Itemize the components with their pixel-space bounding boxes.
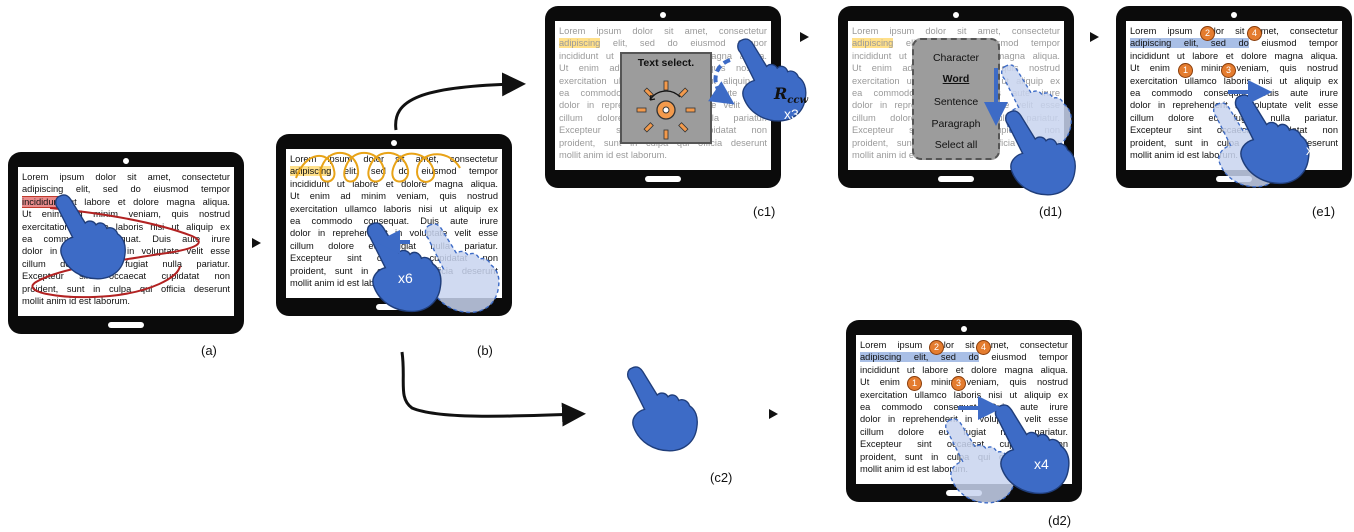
rotation-label-main: R <box>774 84 788 103</box>
text-line: mollit anim id est laborum. <box>290 278 398 289</box>
home-button <box>938 176 974 182</box>
lorem-text-a: Lorem ipsum dolor sit amet, consectetur … <box>22 171 230 307</box>
camera-dot <box>123 158 129 164</box>
caption-c1: (c1) <box>753 204 776 219</box>
marker-3: 3 <box>951 376 966 391</box>
caption-d1: (d1) <box>1039 204 1063 219</box>
play-arrow-icon <box>800 32 809 42</box>
text-line: cillum dolore eu fugiat nulla pariatur. <box>22 258 230 269</box>
highlighted-phrase: adipiscing elit, sed do <box>1130 38 1249 49</box>
text-line: Ut enim ad minim veniam, quis nostrud <box>22 209 230 220</box>
text-line: Ut enim ad minim veniam, quis nostrud <box>290 191 498 202</box>
text-line: Lorem ipsum dolor sit amet, consectetur <box>290 154 498 164</box>
menu-item-select-all[interactable]: Select all <box>934 139 978 151</box>
highlighted-phrase: adipiscing elit, sed do <box>860 352 979 363</box>
tablet-a: Lorem ipsum dolor sit amet, consectetur … <box>8 152 244 334</box>
loop-gesture <box>295 151 461 183</box>
text-line: mollit anim id est laborum. <box>22 296 130 307</box>
menu-item-sentence[interactable]: Sentence <box>933 96 979 108</box>
caption-b: (b) <box>477 343 493 358</box>
dial-title: Text select. <box>637 57 695 69</box>
highlighted-word: adipiscing <box>290 166 332 177</box>
marker-2: 2 <box>929 340 944 355</box>
camera-dot <box>391 140 397 146</box>
hand-pointer-icon <box>55 194 126 280</box>
menu-item-paragraph[interactable]: Paragraph <box>931 118 981 130</box>
tablet-a-screen: Lorem ipsum dolor sit amet, consectetur … <box>18 167 234 316</box>
text-line: incididunt ut labore et dolore magna ali… <box>22 195 230 208</box>
text-line: incididunt ut labore et dolore magna ali… <box>860 364 1068 375</box>
text-line: ea commodo consequat. Duis aute irure <box>22 234 230 245</box>
marker-4: 4 <box>976 340 991 355</box>
marker-4: 4 <box>1247 26 1262 41</box>
marker-1: 1 <box>1178 63 1193 78</box>
home-button <box>108 322 144 328</box>
marker-2: 2 <box>1200 26 1215 41</box>
text-line: Lorem ipsum dolor sit amet, consectetur <box>1130 26 1338 36</box>
text-line: Excepteur sint occaecat cupidatat non <box>22 271 230 282</box>
text-line: incididunt ut labore et dolore magna ali… <box>1130 50 1338 61</box>
text-line: exercitation ullamco laboris nisi ut ali… <box>290 203 498 214</box>
text-line: mollit anim id est laborum. <box>860 464 968 475</box>
tap-count-e1: x4 <box>1306 142 1321 158</box>
text-line: adipiscing elit, sed do eiusmod tempor <box>22 184 230 195</box>
marker-1: 1 <box>907 376 922 391</box>
menu-item-word-label: Word <box>942 73 970 85</box>
curved-arrow-icon <box>400 351 586 427</box>
play-arrow-icon <box>1090 32 1099 42</box>
marker-3: 3 <box>1221 63 1236 78</box>
tap-count-d2: x4 <box>1034 456 1049 472</box>
text-line: adipiscing elit, sed do eiusmod tempor <box>559 38 767 49</box>
caption-d2: (d2) <box>1048 513 1072 528</box>
text-line: Lorem ipsum dolor sit amet, consectetur <box>559 26 767 36</box>
curved-arrow-icon <box>394 72 526 131</box>
menu-item-character[interactable]: Character <box>932 52 980 64</box>
tap-count-c1: x3 <box>784 106 799 122</box>
highlighted-word: incididunt <box>22 195 63 208</box>
text-line: dolor in reprehenderit in voluptate veli… <box>22 246 230 257</box>
text-line: proident, sunt in culpa qui officia dese… <box>22 283 230 294</box>
text-line: Lorem ipsum dolor sit amet, consectetur <box>852 26 1060 36</box>
play-arrow-icon <box>252 238 261 248</box>
caption-e1: (e1) <box>1312 204 1336 219</box>
highlighted-word: adipiscing <box>852 38 894 49</box>
text-line: adipiscing elit, sed do eiusmod tempor <box>290 166 498 177</box>
home-button <box>645 176 681 182</box>
caption-c2: (c2) <box>710 470 733 485</box>
text-line: adipiscing elit, sed do eiusmod tempor <box>1130 38 1338 49</box>
text-line: Lorem ipsum dolor sit amet, consectetur <box>860 340 1068 350</box>
rotation-label: Rccw <box>774 84 808 106</box>
hand-pointer-icon <box>627 366 698 452</box>
caption-a: (a) <box>201 343 217 358</box>
tap-count-b: x6 <box>398 270 413 286</box>
rotation-label-sub: ccw <box>787 95 809 107</box>
text-line: mollit anim id est laborum. <box>1130 150 1238 161</box>
camera-dot <box>1231 12 1237 18</box>
text-line: ea commodo consequat. Duis aute irure <box>290 216 498 227</box>
rotation-arrow <box>708 58 735 105</box>
menu-item-word[interactable]: Word <box>914 73 998 85</box>
text-line: adipiscing elit, sed do eiusmod tempor <box>860 352 1068 363</box>
camera-dot <box>660 12 666 18</box>
text-line: incididunt ut labore et dolore magna ali… <box>290 178 498 189</box>
camera-dot <box>961 326 967 332</box>
highlighted-word: adipiscing <box>559 38 601 49</box>
text-line: mollit anim id est laborum. <box>852 150 960 161</box>
hand-pointer-ghost-icon <box>1001 64 1072 150</box>
text-line: dolor in reprehenderit in voluptate veli… <box>1130 100 1338 111</box>
text-line: Lorem ipsum dolor sit amet, consectetur <box>22 172 230 182</box>
text-line: mollit anim id est laborum. <box>559 150 667 161</box>
text-line: exercitation ullamco laboris nisi ut ali… <box>22 221 230 232</box>
granularity-menu[interactable]: Character Word Sentence Paragraph Select… <box>912 38 1000 160</box>
camera-dot <box>953 12 959 18</box>
rotation-dial-icon: Text select. <box>620 52 712 144</box>
dial-graphic <box>636 80 696 140</box>
text-line: exercitation ullamco laboris nisi ut ali… <box>860 389 1068 400</box>
text-line: dolor in reprehenderit in voluptate veli… <box>860 414 1068 425</box>
text-line: exercitation ullamco laboris nisi ut ali… <box>1130 75 1338 86</box>
play-arrow-icon <box>769 409 778 419</box>
